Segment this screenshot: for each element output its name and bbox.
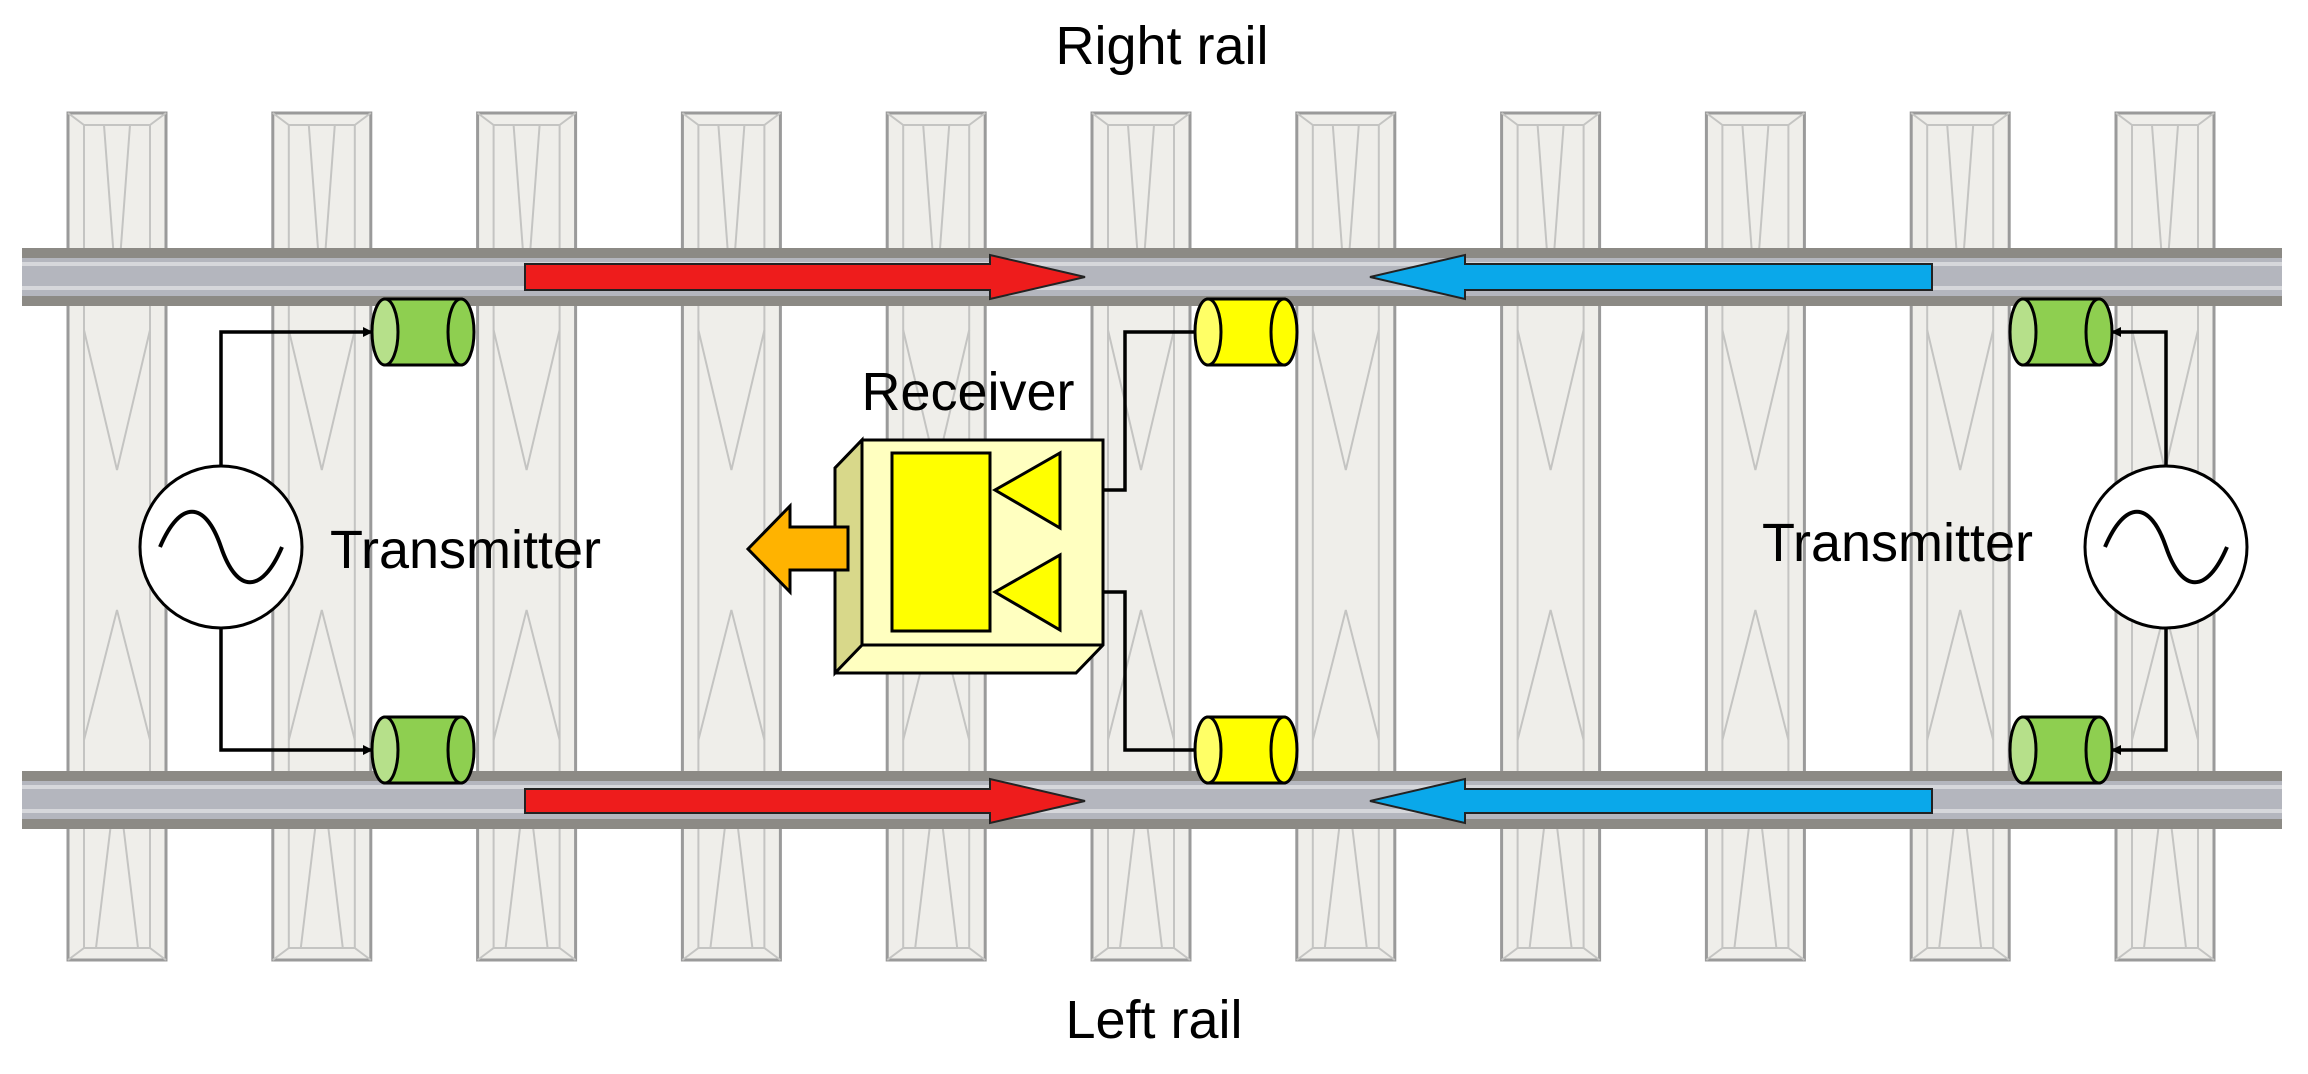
receiver-coil-bottom [1193,715,1299,785]
transmitter-coil-left-bottom [370,715,476,785]
left-rail [22,771,2282,829]
left-rail-label: Left rail [1065,990,1242,1050]
transmitter-coil-right-top [2008,297,2114,367]
wires [219,327,2168,755]
receiver-relay [890,451,992,633]
transmitter-coil-left-top [370,297,476,367]
sleeper [1295,111,1397,962]
right-rail-label: Right rail [1055,16,1268,76]
transmitter-coil-right-bottom [2008,715,2114,785]
amplifier-bottom-icon [991,552,1062,633]
right-rail [22,248,2282,306]
ac-source-right-icon [2083,464,2249,630]
receiver-unit [833,436,1105,677]
current-arrow-right-rail-red [524,253,1086,301]
output-arrow-icon [745,502,850,596]
ac-source-left-icon [138,464,304,630]
receiver-label: Receiver [861,362,1074,422]
sleeper [1500,111,1602,962]
current-arrow-right-rail-blue [1369,253,1933,301]
current-arrow-left-rail-red [524,777,1086,825]
sleeper [1090,111,1192,962]
transmitter-left-label: Transmitter [330,520,601,580]
receiver-coil-top [1193,297,1299,367]
amplifier-top-icon [991,450,1062,531]
transmitter-right-label: Transmitter [1762,513,2033,573]
current-arrow-left-rail-blue [1369,777,1933,825]
